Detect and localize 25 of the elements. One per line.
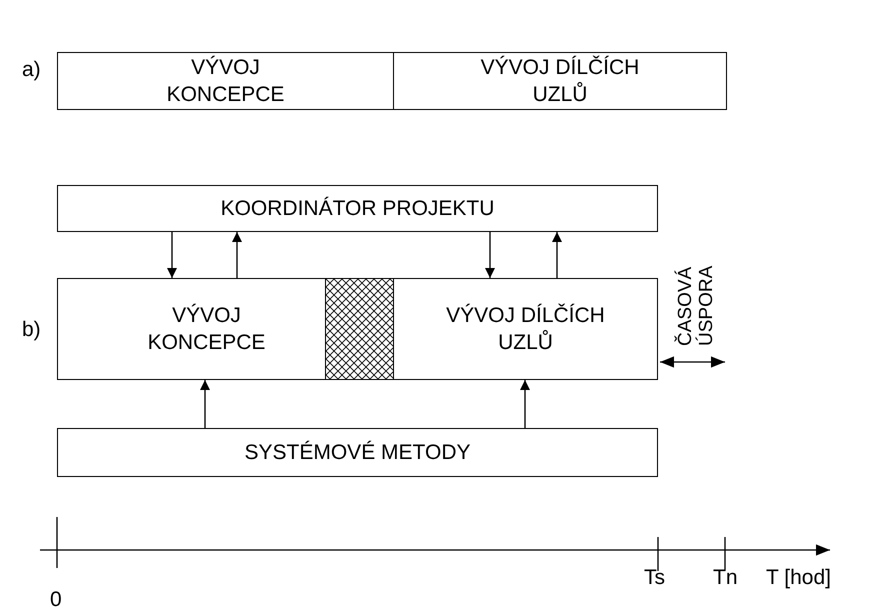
time-saving-label: ČASOVÁ ÚSPORA: [676, 264, 718, 346]
box-text: VÝVOJ DÍLČÍCH UZLŮ: [445, 302, 606, 356]
axis-label: Tn: [713, 566, 738, 590]
arrow: [200, 380, 210, 428]
process-box: [57, 185, 658, 232]
panel-label: b): [22, 318, 41, 342]
axis-label: 0: [50, 588, 62, 609]
box-text: VÝVOJ DÍLČÍCH UZLŮ: [480, 54, 640, 108]
process-box: [57, 428, 658, 477]
arrow: [552, 232, 562, 278]
process-box: [393, 278, 658, 380]
arrow: [520, 380, 530, 428]
box-text: SYSTÉMOVÉ METODY: [244, 440, 470, 466]
axis-label: Ts: [644, 566, 665, 590]
box-text: VÝVOJ KONCEPCE: [146, 302, 266, 356]
process-box: [57, 52, 394, 110]
process-box: [393, 52, 727, 110]
box-text: VÝVOJ KONCEPCE: [166, 54, 286, 108]
panel-label: a): [22, 58, 41, 82]
overlap-hatched-box: [325, 278, 394, 380]
arrow: [485, 232, 495, 278]
arrow: [232, 232, 242, 278]
arrow: [167, 232, 177, 278]
box-text: KOORDINÁTOR PROJEKTU: [220, 196, 494, 222]
axis-label: T [hod]: [766, 566, 831, 590]
